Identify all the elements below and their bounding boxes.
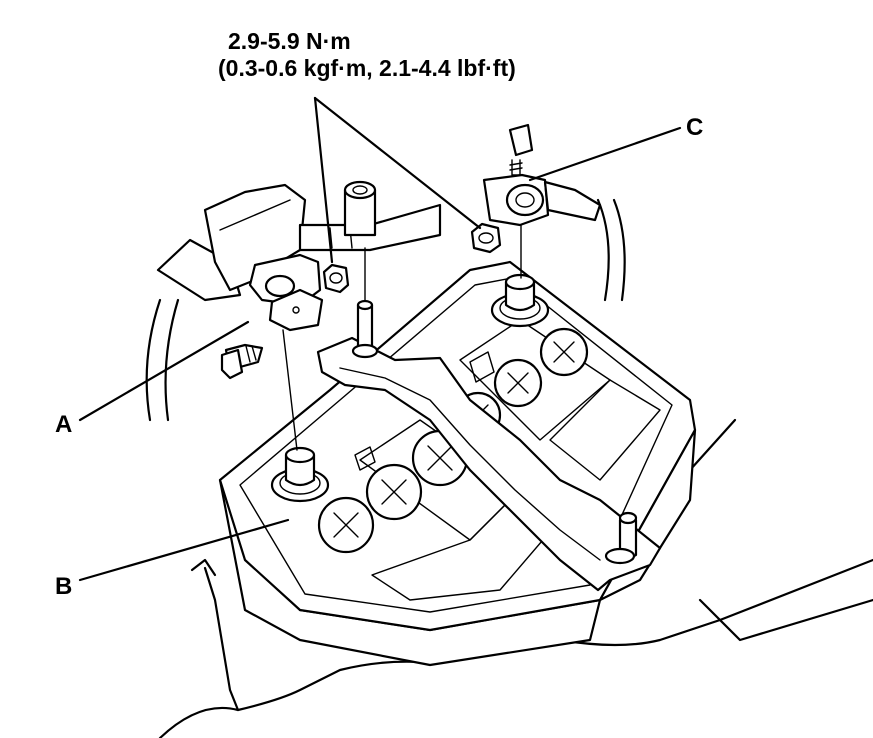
negative-terminal-nut <box>322 263 350 294</box>
vent-cap <box>317 496 375 554</box>
vent-cap <box>493 358 543 408</box>
leader-lines <box>78 96 682 582</box>
negative-terminal-bolt <box>220 343 264 380</box>
negative-terminal-clamp <box>248 253 324 332</box>
hold-down-bracket <box>316 299 662 592</box>
callout-label-a: A <box>55 411 73 438</box>
negative-post <box>270 446 330 503</box>
callout-label-b: B <box>55 573 73 600</box>
guide-lines <box>282 224 522 451</box>
vent-caps <box>317 327 589 554</box>
vent-cap <box>365 463 423 521</box>
positive-terminal-bolt <box>508 123 534 176</box>
battery-tray <box>158 418 873 738</box>
vent-cap <box>539 327 589 377</box>
positive-terminal-clamp <box>482 173 602 227</box>
positive-post <box>490 273 550 328</box>
torque-spec-metric: 2.9-5.9 N·m <box>228 28 351 54</box>
ground-stud <box>343 180 377 237</box>
positive-cable <box>596 198 626 302</box>
torque-spec-alternate-units: (0.3-0.6 kgf·m, 2.1-4.4 lbf·ft) <box>218 55 516 81</box>
callout-label-c: C <box>686 114 704 141</box>
positive-terminal-nut <box>470 222 502 254</box>
